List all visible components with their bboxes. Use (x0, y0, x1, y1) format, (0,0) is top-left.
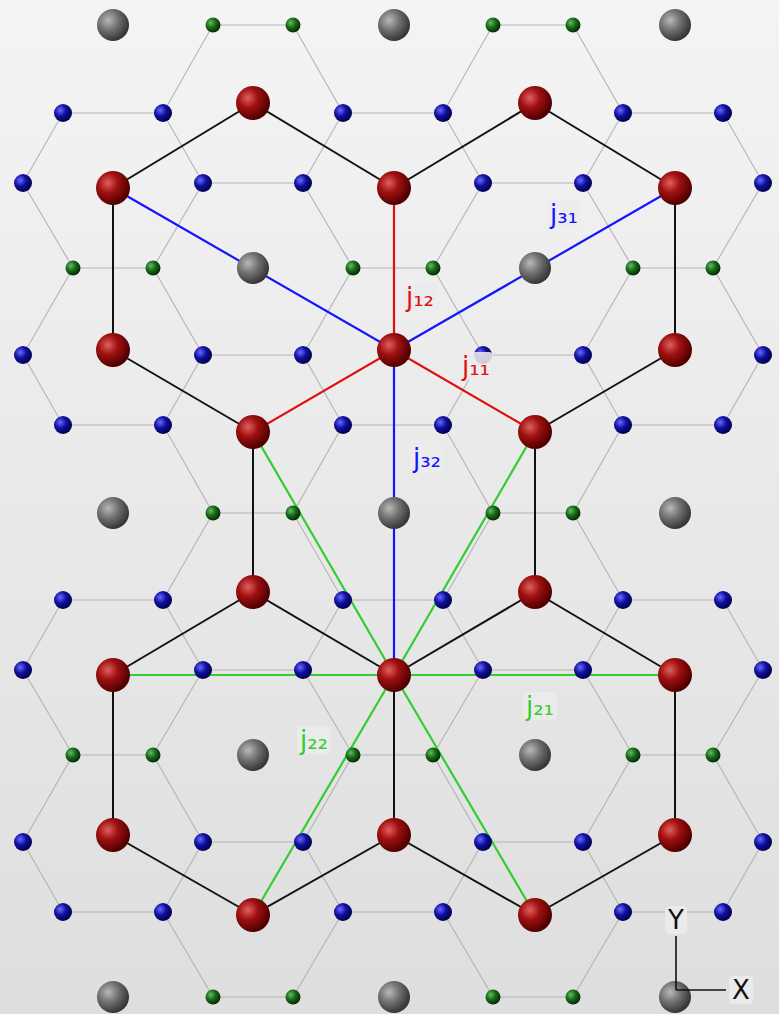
exchange-label: j₁₁ (459, 352, 493, 380)
axes (676, 936, 726, 990)
exchange-label: j₁₂ (403, 283, 437, 311)
exchange-label: j₃₁ (547, 200, 581, 228)
axis-label: X (729, 976, 753, 1004)
exchange-label: j₃₂ (410, 444, 444, 472)
exchange-label: j₂₁ (523, 692, 557, 720)
atoms (14, 9, 772, 1013)
exchange-paths (113, 188, 675, 915)
exchange-label: j₂₂ (297, 726, 331, 754)
honeycomb-bonds (113, 103, 675, 915)
axis-label: Y (665, 906, 687, 934)
bond-lines (23, 25, 763, 997)
